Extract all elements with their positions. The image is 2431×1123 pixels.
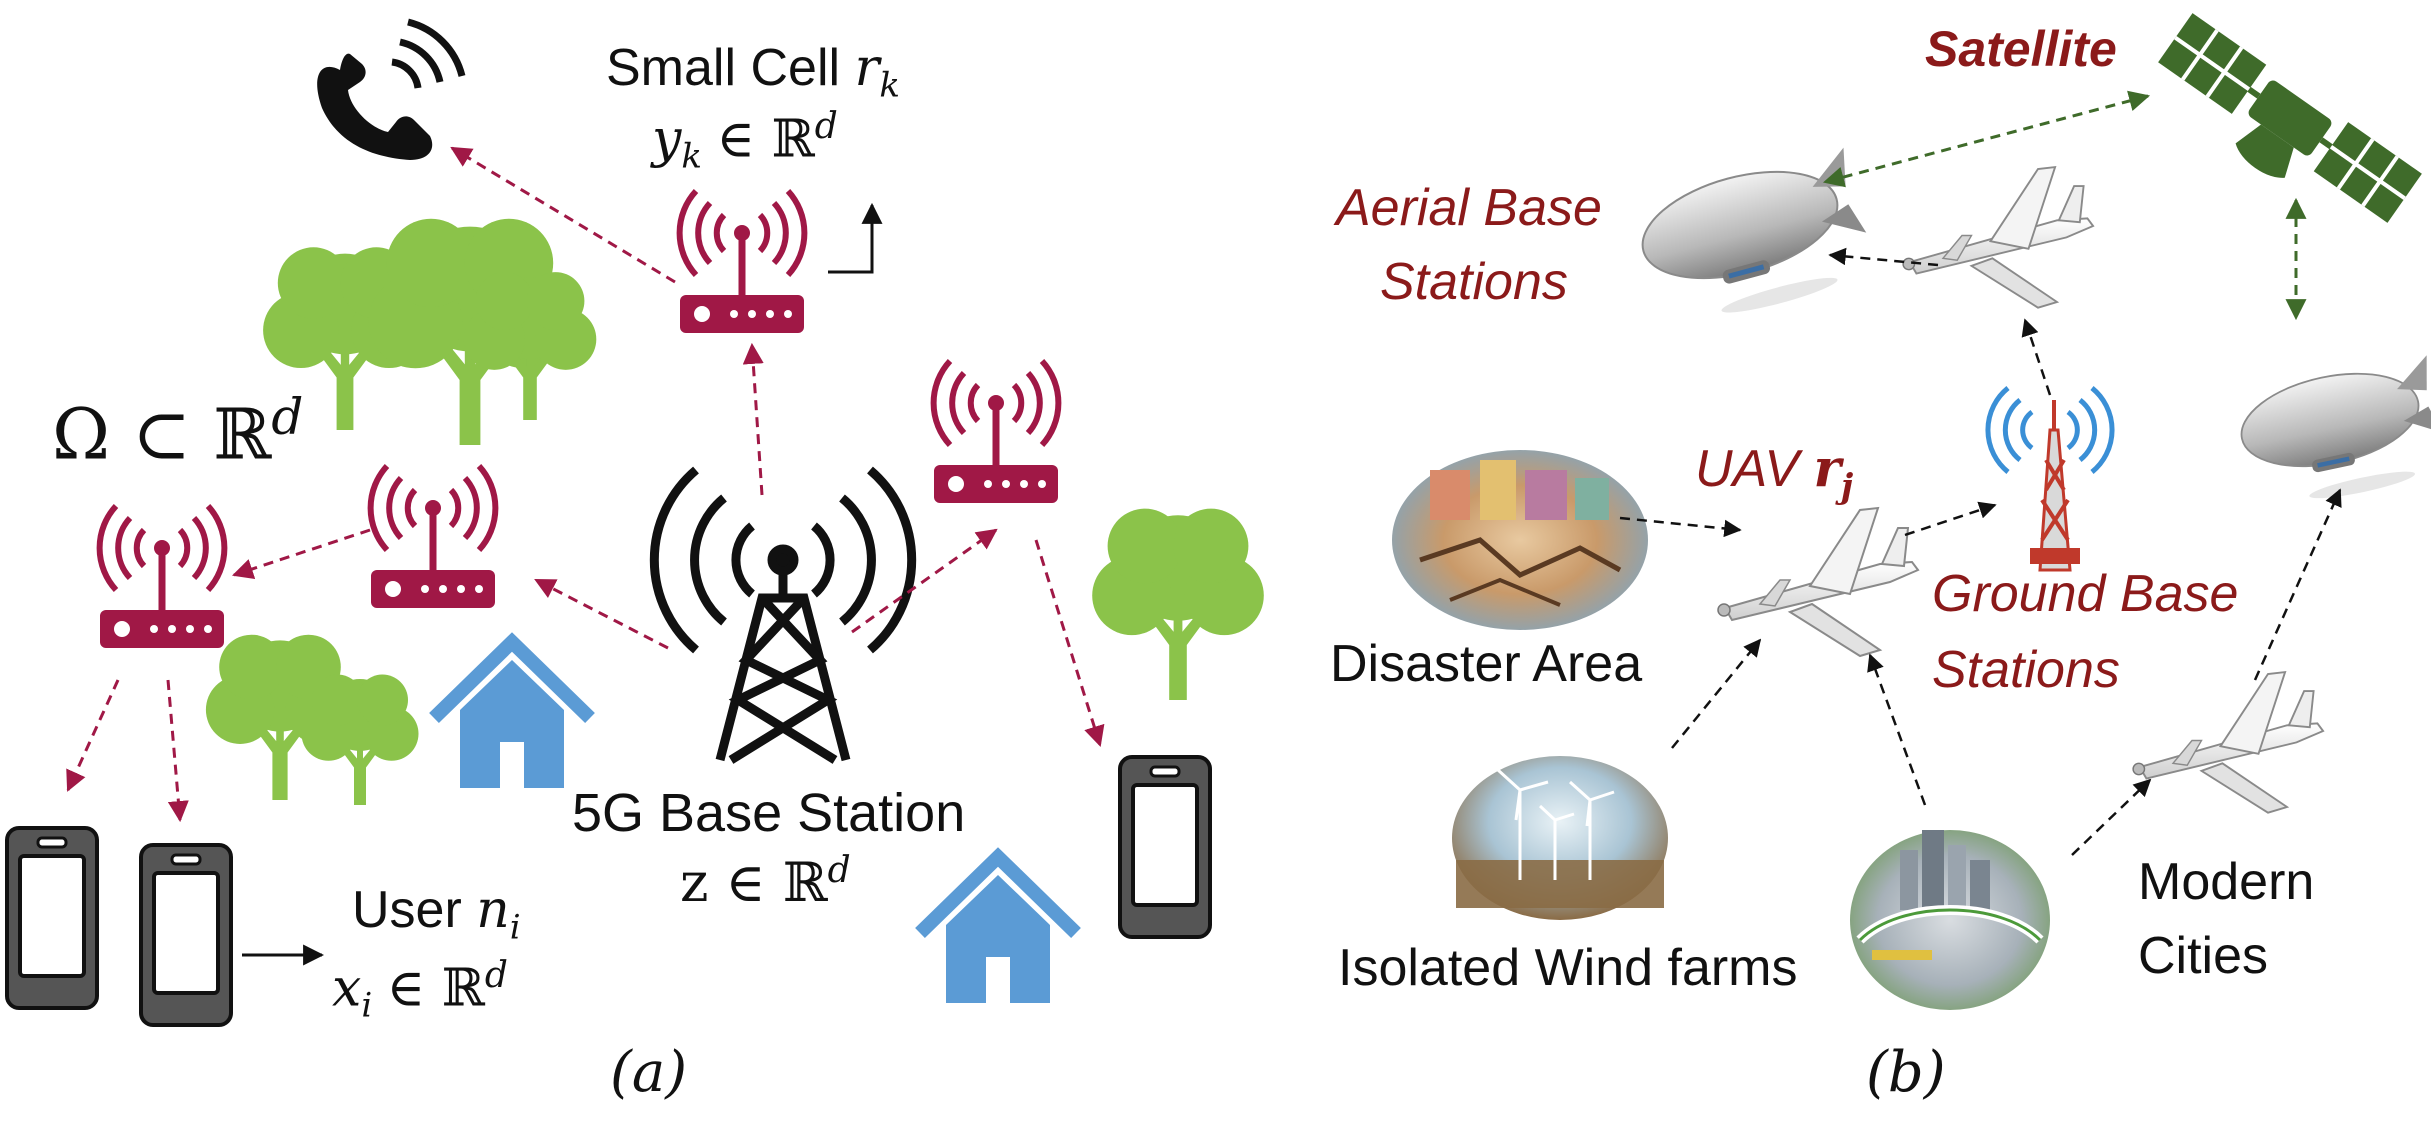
wind-farm-image	[1452, 756, 1668, 920]
satellite-label: Satellite	[1925, 21, 2117, 77]
modern-city-image	[1850, 830, 2050, 1010]
satellite-links	[1822, 90, 2307, 321]
ground-base-label-line2: Stations	[1932, 641, 2120, 699]
house-icon	[434, 642, 590, 788]
user-label: User ni	[352, 880, 521, 948]
base-station-expression: z ∈ ℝd	[680, 850, 851, 914]
panel-b	[1392, 13, 2431, 1010]
wind-farms-label: Isolated Wind farms	[1338, 939, 1798, 997]
tree-icon	[263, 218, 597, 445]
caption-b: (b)	[1866, 1040, 1946, 1105]
uav-label: UAV rj	[1695, 438, 1854, 507]
small-cell-expression: yk ∈ ℝd	[652, 106, 838, 177]
base-station-label: 5G Base Station	[572, 783, 966, 843]
disaster-area-label: Disaster Area	[1330, 635, 1643, 693]
house-icon	[920, 857, 1076, 1003]
router-icon	[371, 466, 496, 608]
router-icon	[934, 361, 1059, 503]
router-icon	[100, 506, 225, 648]
pointer-arrows	[242, 202, 883, 966]
blimp-icon	[2232, 354, 2431, 516]
phone-icon	[1118, 755, 1212, 939]
disaster-area-image	[1392, 450, 1648, 630]
airplane-icon	[1902, 166, 2095, 309]
small-cell-router-icon	[680, 191, 805, 333]
satellite-icon	[2158, 13, 2422, 223]
panel-a	[5, 18, 1264, 1027]
caption-a: (a)	[610, 1040, 688, 1105]
modern-cities-label-line2: Cities	[2138, 927, 2269, 985]
user-phone-icon	[139, 843, 233, 1027]
ground-base-label-line1: Ground Base	[1932, 565, 2239, 623]
connection-arrows	[66, 146, 1105, 823]
small-cell-label: Small Cell rk	[606, 38, 900, 106]
domain-expression: Ω ⊂ ℝd	[52, 388, 304, 476]
blimp-icon	[1629, 146, 1880, 335]
telephone-icon	[317, 18, 466, 160]
phone-icon	[5, 826, 99, 1010]
uav-icon	[1717, 507, 1919, 657]
ground-base-station-icon	[1985, 386, 2115, 572]
aerial-base-label-line1: Aerial Base	[1336, 179, 1602, 237]
user-expression: xi ∈ ℝd	[332, 955, 508, 1026]
base-station-tower-icon	[649, 466, 917, 764]
tree-icon	[205, 634, 419, 805]
aerial-base-label-line2: Stations	[1380, 253, 1568, 311]
modern-cities-label-line1: Modern	[2138, 853, 2315, 911]
data-flow-arrows	[1619, 247, 2342, 856]
airplane-icon	[2132, 671, 2325, 814]
tree-icon	[1092, 508, 1264, 700]
